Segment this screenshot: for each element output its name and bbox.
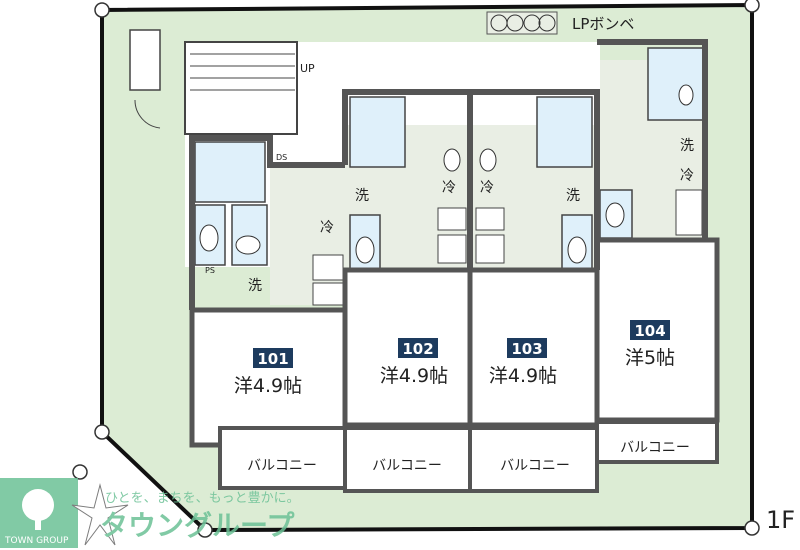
lp-gas-label: LPボンベ — [572, 15, 634, 33]
washer-label: 洗 — [355, 188, 369, 204]
ds-label: DS — [276, 153, 287, 162]
washer-label: 洗 — [248, 278, 262, 294]
kitchen-stoves — [312, 189, 703, 306]
ps-label: PS — [205, 266, 215, 275]
unit-104: 104 洋5帖 バルコニー — [620, 320, 690, 456]
compass-icon — [71, 483, 129, 546]
fixture-labels: 冷 冷 冷 冷 洗 洗 洗 洗 DS PS — [205, 138, 694, 294]
toilet-icons — [199, 84, 694, 264]
fridge-label: 冷 — [320, 220, 334, 236]
fridge-label: 冷 — [442, 180, 456, 196]
slogan: ひとを、まちを、もっと豊かに。 — [105, 491, 300, 506]
room-size: 洋4.9帖 — [489, 365, 557, 387]
washer-label: 洗 — [680, 138, 694, 154]
fridge-label: 冷 — [680, 168, 694, 184]
washer-label: 洗 — [566, 188, 580, 204]
brand-name: タウングループ — [100, 509, 295, 542]
room-size: 洋4.9帖 — [234, 375, 302, 397]
balcony-label: バルコニー — [500, 458, 570, 474]
watermark: TOWN GROUP ひとを、まちを、もっと豊かに。 タウングループ — [0, 478, 300, 548]
balcony-label: バルコニー — [620, 440, 690, 456]
staircase — [129, 29, 298, 135]
room-size: 洋5帖 — [625, 347, 675, 369]
balcony-label: バルコニー — [247, 458, 317, 474]
bathrooms — [194, 47, 704, 271]
balcony-label: バルコニー — [372, 458, 442, 474]
unit-101: 101 洋4.9帖 バルコニー — [234, 348, 317, 474]
lp-gas-cylinders — [486, 11, 558, 35]
unit-103: 103 洋4.9帖 バルコニー — [489, 338, 570, 474]
tree-icon — [22, 489, 54, 521]
unit-number: 101 — [257, 350, 288, 368]
unit-number: 104 — [634, 322, 665, 340]
balconies — [218, 420, 719, 493]
unit-number: 103 — [511, 340, 542, 358]
room-size: 洋4.9帖 — [380, 365, 448, 387]
walls — [189, 39, 708, 310]
unit-number: 102 — [402, 340, 433, 358]
unit-102: 102 洋4.9帖 バルコニー — [372, 338, 448, 474]
stair-up-label: UP — [300, 62, 315, 75]
logo-text: TOWN GROUP — [4, 536, 69, 546]
site-corner-markers — [72, 0, 760, 538]
floor-label: 1F — [766, 506, 795, 534]
fridge-label: 冷 — [480, 180, 494, 196]
